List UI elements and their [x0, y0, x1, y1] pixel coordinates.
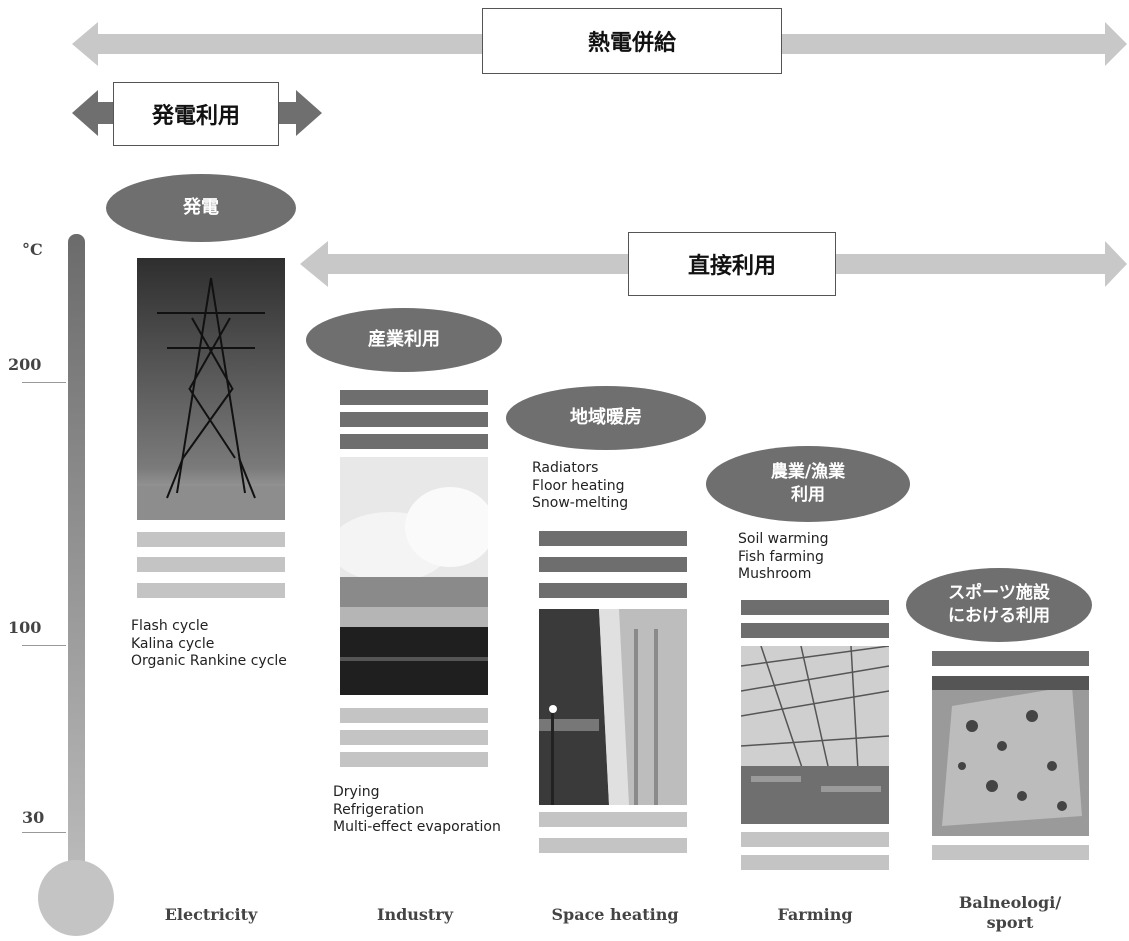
- temp-bar: [340, 412, 488, 427]
- tick-line-200: [22, 382, 66, 383]
- temp-bar: [340, 752, 488, 767]
- greenhouse-icon: [741, 646, 889, 824]
- transmission-tower-icon: [137, 258, 285, 520]
- temp-bar: [741, 855, 889, 870]
- uses-industry: Drying Refrigeration Multi-effect evapor…: [333, 784, 501, 837]
- temp-bar: [137, 532, 285, 547]
- temp-bar: [741, 832, 889, 847]
- use-item: Drying: [333, 784, 380, 800]
- temp-bar: [539, 583, 687, 598]
- temp-bar: [741, 600, 889, 615]
- temp-bar: [539, 557, 687, 572]
- use-item: Radiators: [532, 460, 599, 476]
- industrial-steam-icon: [340, 457, 488, 695]
- tick-30: 30: [22, 808, 45, 827]
- temp-bar: [932, 845, 1089, 860]
- tick-100: 100: [8, 618, 42, 637]
- use-item: Mushroom: [738, 566, 812, 582]
- tick-line-30: [22, 832, 66, 833]
- pool-icon: [932, 676, 1089, 836]
- bubble-industry: 産業利用: [306, 308, 502, 372]
- label-industry: Industry: [376, 905, 454, 924]
- uses-farming: Soil warming Fish farming Mushroom: [738, 531, 829, 584]
- temp-bar: [932, 651, 1089, 666]
- bubble-space-heating: 地域暖房: [506, 386, 706, 450]
- temp-bar: [137, 583, 285, 598]
- power-use-label: 発電利用: [113, 82, 279, 146]
- label-electricity: Electricity: [164, 905, 258, 924]
- temp-bar: [340, 730, 488, 745]
- use-item: Organic Rankine cycle: [131, 653, 287, 669]
- use-item: Snow-melting: [532, 495, 629, 511]
- building-icon: [539, 609, 687, 805]
- temperature-unit: °C: [22, 240, 43, 259]
- use-item: Flash cycle: [131, 618, 209, 634]
- temp-bar: [340, 708, 488, 723]
- temp-bar: [539, 838, 687, 853]
- bubble-balneology: スポーツ施設 における利用: [906, 568, 1092, 642]
- uses-space-heating: Radiators Floor heating Snow-melting: [532, 460, 628, 513]
- cogeneration-label: 熱電併給: [482, 8, 782, 74]
- label-space-heating: Space heating: [551, 905, 679, 924]
- thermometer-icon: [38, 234, 114, 936]
- uses-electricity: Flash cycle Kalina cycle Organic Rankine…: [131, 618, 287, 671]
- tick-line-100: [22, 645, 66, 646]
- tick-200: 200: [8, 355, 42, 374]
- temp-bar: [137, 557, 285, 572]
- label-balneology: Balneologi/ sport: [958, 893, 1062, 932]
- temp-bar: [539, 531, 687, 546]
- use-item: Floor heating: [532, 477, 625, 494]
- use-item: Kalina cycle: [131, 635, 215, 652]
- use-item: Fish farming: [738, 548, 824, 565]
- use-item: Refrigeration: [333, 801, 424, 818]
- use-item: Multi-effect evaporation: [333, 819, 501, 835]
- temp-bar: [340, 434, 488, 449]
- direct-use-label: 直接利用: [628, 232, 836, 296]
- bubble-electricity: 発電: [106, 174, 296, 242]
- bubble-farming: 農業/漁業 利用: [706, 446, 910, 522]
- temp-bar: [340, 390, 488, 405]
- temp-bar: [539, 812, 687, 827]
- use-item: Soil warming: [738, 531, 829, 547]
- label-farming: Farming: [777, 905, 853, 924]
- temp-bar: [741, 623, 889, 638]
